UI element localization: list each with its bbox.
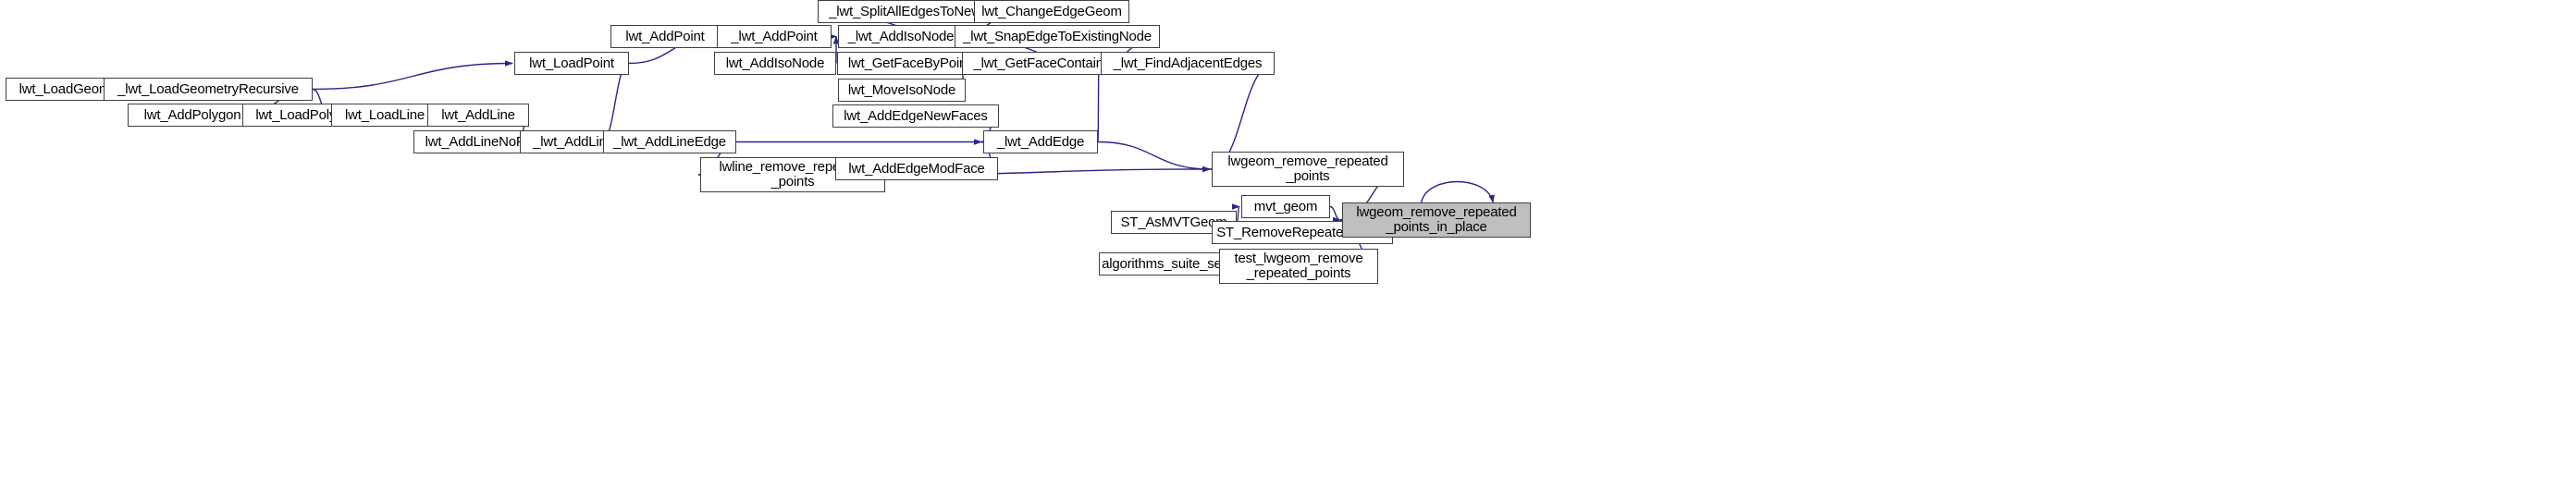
graph-node-lwt_getfacebypoint[interactable]: lwt_GetFaceByPoint (837, 52, 981, 75)
edge-n26-to-n31 (1329, 205, 1341, 224)
graph-node-lwgeom_remove_repeated_points_in_place[interactable]: lwgeom_remove_repeated _points_in_place (1342, 202, 1531, 238)
graph-node-lwt_loadline[interactable]: lwt_LoadLine (331, 104, 438, 127)
graph-node-_lwt_loadgeometryrecursive[interactable]: _lwt_LoadGeometryRecursive (104, 78, 313, 101)
graph-node-_lwt_addpoint[interactable]: _lwt_AddPoint (717, 25, 832, 48)
graph-node-lwgeom_remove_repeated_points[interactable]: lwgeom_remove_repeated _points (1212, 152, 1404, 187)
graph-node-lwt_addpolygon[interactable]: lwt_AddPolygon (128, 104, 257, 127)
edge-n1-to-n5 (312, 60, 513, 91)
graph-node-mvt_geom[interactable]: mvt_geom (1241, 195, 1330, 218)
graph-node-test_lwgeom_remove_repeated_points[interactable]: test_lwgeom_remove _repeated_points (1219, 249, 1378, 284)
graph-node-lwt_addedgemodface[interactable]: lwt_AddEdgeModFace (835, 157, 998, 180)
graph-node-_lwt_addisonode[interactable]: _lwt_AddIsoNode (838, 25, 964, 48)
graph-node-_lwt_findadjacentedges[interactable]: _lwt_FindAdjacentEdges (1101, 52, 1275, 75)
edge-n24-to-n16 (1091, 61, 1100, 143)
graph-node-lwt_changeedgegeom[interactable]: lwt_ChangeEdgeGeom (974, 0, 1129, 23)
graph-node-_lwt_addedge[interactable]: _lwt_AddEdge (983, 130, 1098, 153)
graph-node-lwt_addedgenewfaces[interactable]: lwt_AddEdgeNewFaces (832, 104, 999, 128)
edge-n24-to-n25 (1097, 141, 1211, 173)
graph-node-lwt_loadpoint[interactable]: lwt_LoadPoint (514, 52, 629, 75)
graph-node-_lwt_snapedgetoexistingnode[interactable]: _lwt_SnapEdgeToExistingNode (955, 25, 1160, 48)
edge-n27-to-n26 (1231, 203, 1240, 224)
graph-node-lwt_addpoint[interactable]: lwt_AddPoint (610, 25, 720, 48)
edge-n31-to-n31 (1420, 180, 1495, 203)
graph-node-_lwt_addlineedge[interactable]: _lwt_AddLineEdge (603, 130, 736, 153)
graph-node-lwt_addline[interactable]: lwt_AddLine (427, 104, 529, 127)
graph-node-lwt_moveisonode[interactable]: lwt_MoveIsoNode (838, 79, 966, 102)
graph-node-lwt_addisonode[interactable]: lwt_AddIsoNode (714, 52, 836, 75)
graph-node-st_asmvtgeom[interactable]: ST_AsMVTGeom (1111, 211, 1237, 234)
